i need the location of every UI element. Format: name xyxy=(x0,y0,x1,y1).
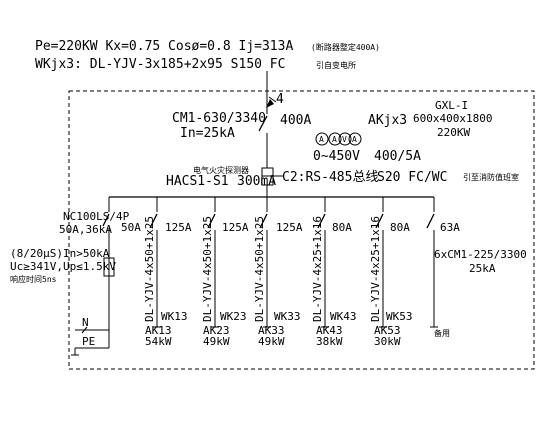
branch-cable: DL-YJV-4x25+1x16 xyxy=(311,216,324,322)
incoming-arrow-shaft xyxy=(268,96,277,103)
bus-cable: S20 FC/WC xyxy=(377,170,447,185)
panel-enclosure xyxy=(68,90,535,370)
branch-rating: 80A xyxy=(390,221,410,234)
branch-circuit: WK33 xyxy=(274,310,301,323)
branch-3: 125A DL-YJV-4x50+1x25 WK33 AK33 49kW xyxy=(253,197,303,348)
pe-label: PE xyxy=(82,335,95,348)
branch-breaker-blade xyxy=(375,213,384,229)
fire-monitor-model: HACS1-S1 xyxy=(166,174,229,189)
outgoing-breaker-icu: 25kA xyxy=(469,262,496,275)
bus-info: C2:RS-485总线 xyxy=(282,170,378,185)
fire-monitor-label: 电气火灾探测器 xyxy=(193,165,249,175)
incoming-arrow-head xyxy=(266,99,274,108)
branch-load: AK33 xyxy=(258,324,285,337)
branch-rating: 125A xyxy=(222,221,249,234)
branch-circuit: WK43 xyxy=(330,310,357,323)
branch-cable: DL-YJV-4x50+1x25 xyxy=(143,216,156,322)
branch-2: 125A DL-YJV-4x50+1x25 WK23 AK23 49kW xyxy=(201,197,249,348)
ammeter-symbol: A xyxy=(319,135,324,144)
branch-rating: 80A xyxy=(332,221,352,234)
branch-rating: 63A xyxy=(440,221,460,234)
ammeter-icon xyxy=(348,132,362,146)
spd-breaker-blade xyxy=(102,213,110,227)
panel-size: 600x400x1800 xyxy=(413,112,492,125)
branch-breaker-blade xyxy=(149,213,158,229)
branch-breaker-blade xyxy=(317,213,326,229)
branch-cable: DL-YJV-4x50+1x25 xyxy=(201,216,214,322)
header-feeder-cable: WKjx3: DL-YJV-3x185+2x95 S150 FC xyxy=(35,57,285,72)
branch-rating: 125A xyxy=(165,221,192,234)
spd-breaker-rating: 50A,36kA xyxy=(59,223,112,236)
branch-load: AK43 xyxy=(316,324,343,337)
main-breaker-icu: In=25kA xyxy=(180,126,235,141)
ammeter-group: A A A V xyxy=(315,132,362,146)
branch-rating: 125A xyxy=(276,221,303,234)
branch-cable: DL-YJV-4x25+1x16 xyxy=(369,216,382,322)
voltmeter-icon xyxy=(338,132,352,146)
spd-spec-3: 响应时间5ns xyxy=(10,274,57,284)
panel-type: GXL-I xyxy=(435,99,468,112)
spd-box xyxy=(103,257,115,277)
branch-circuit: WK53 xyxy=(386,310,413,323)
branch-breaker-blade xyxy=(426,213,435,229)
branch-cable: DL-YJV-4x50+1x25 xyxy=(253,216,266,322)
header-load-summary: Pe=220KW Kx=0.75 Cosø=0.8 Ij=313A xyxy=(35,39,293,54)
header-feeder-source-note: 引自变电所 xyxy=(316,60,356,70)
branch-circuit: WK13 xyxy=(161,310,188,323)
spd-spec-2: Uc≥341V,Up≤1.5kV xyxy=(10,260,116,273)
neutral-slash xyxy=(81,326,88,334)
spd-spec-1: (8/20μS)In>50kA xyxy=(10,247,110,260)
spd-breaker-model: NC100LS/4P xyxy=(63,210,130,223)
branch-5: 80A DL-YJV-4x25+1x16 WK53 AK53 30kW xyxy=(369,197,413,348)
ammeter-symbol: A xyxy=(352,135,357,144)
branch-load: AK53 xyxy=(374,324,401,337)
branch-breaker-blade xyxy=(259,213,268,229)
branch-spare: 63A 备用 xyxy=(426,197,460,338)
voltmeter-range: 0~450V xyxy=(313,149,360,164)
branch-breaker: 50A xyxy=(121,221,141,234)
branch-load: AK13 xyxy=(145,324,172,337)
branch-power: 38kW xyxy=(316,335,343,348)
branch-load: AK23 xyxy=(203,324,230,337)
branch-power: 49kW xyxy=(203,335,230,348)
branch-circuit: WK23 xyxy=(220,310,247,323)
branch-power: 54kW xyxy=(145,335,172,348)
ct-ratio: 400/5A xyxy=(374,149,421,164)
incomer-node-number: 4 xyxy=(276,92,284,107)
main-breaker-rating: 400A xyxy=(280,113,311,128)
bus-note: 引至消防值班室 xyxy=(463,172,519,182)
ammeter-icon xyxy=(315,132,329,146)
branch-breaker-blade xyxy=(207,213,216,229)
branch-4: 80A DL-YJV-4x25+1x16 WK43 AK43 38kW xyxy=(311,197,357,348)
neutral-label: N xyxy=(82,316,89,329)
main-breaker-model: CM1-630/3340 xyxy=(172,111,266,126)
voltmeter-symbol: V xyxy=(342,135,347,144)
branch-spare-label: 备用 xyxy=(434,328,450,338)
ammeter-symbol: A xyxy=(332,135,337,144)
header-breaker-setting-note: (断路器整定400A) xyxy=(311,42,380,52)
outgoing-breaker-model: 6xCM1-225/3300 xyxy=(434,248,527,261)
panel-power: 220KW xyxy=(437,126,470,139)
branch-1: 50A 125A DL-YJV-4x50+1x25 WK13 AK13 54kW xyxy=(121,197,192,348)
panel-id: AKjx3 xyxy=(368,113,407,128)
branch-power: 49kW xyxy=(258,335,285,348)
ammeter-icon xyxy=(328,132,342,146)
main-breaker-blade xyxy=(258,115,268,132)
branch-power: 30kW xyxy=(374,335,401,348)
